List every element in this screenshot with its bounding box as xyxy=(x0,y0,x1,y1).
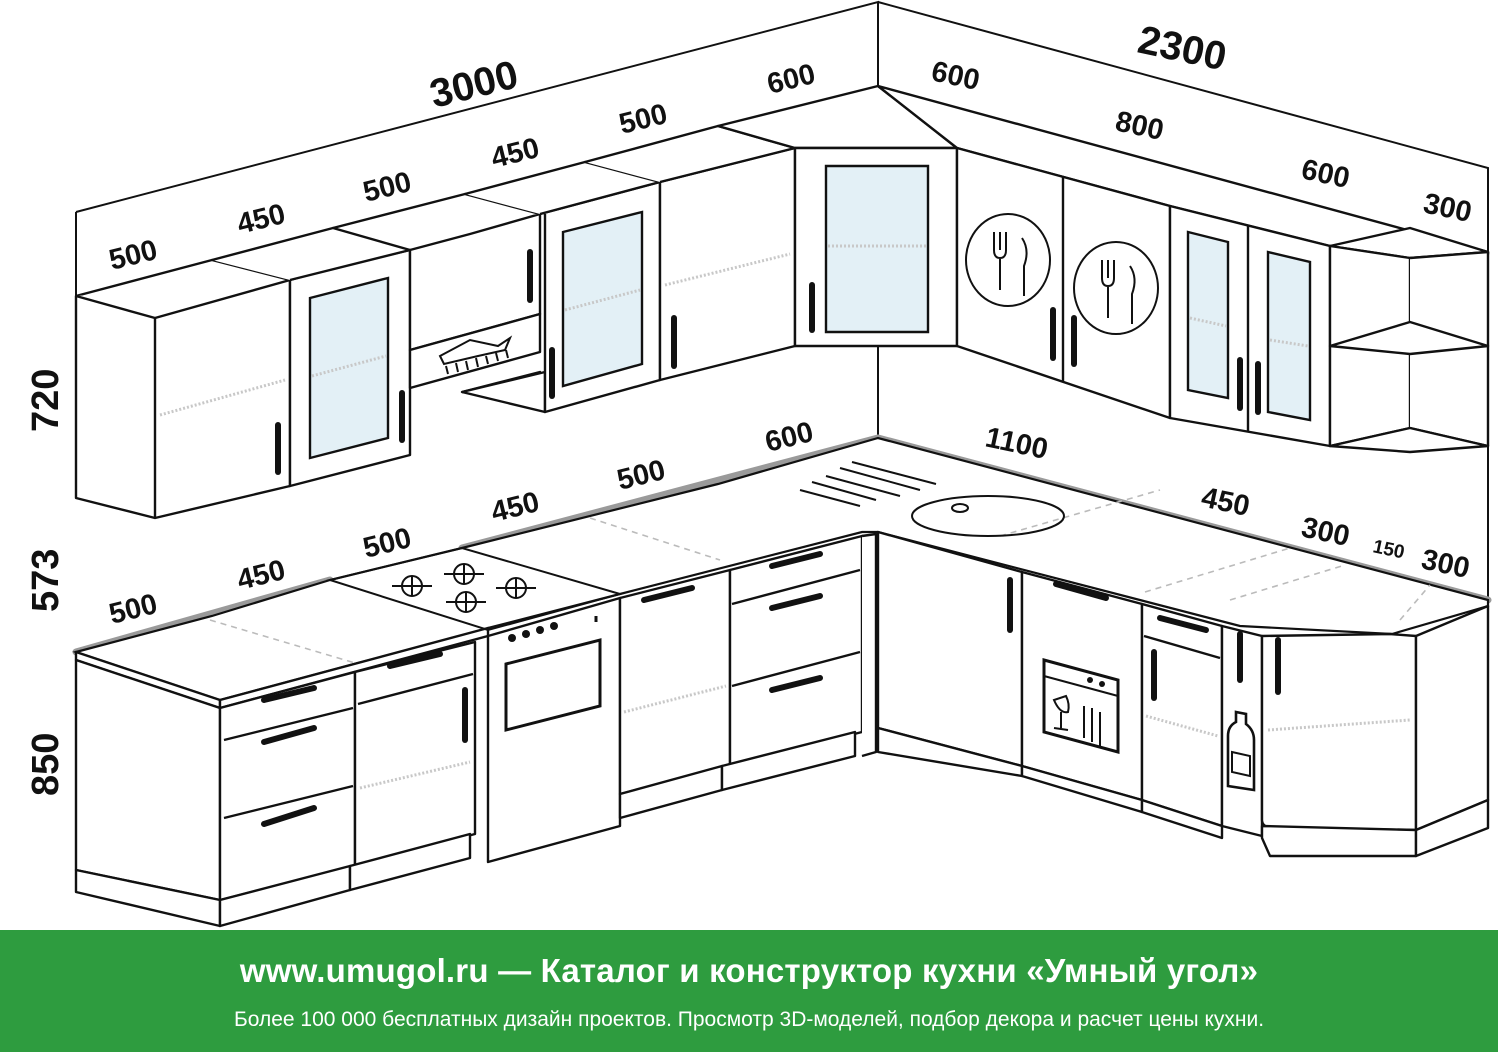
dim-lower-right-1: 1100 xyxy=(983,422,1051,466)
dim-upper-right-4: 300 xyxy=(1421,188,1475,229)
gas-hob-icon xyxy=(326,546,624,632)
countertops xyxy=(72,434,1492,710)
dim-lower-right-4: 150 xyxy=(1371,536,1406,563)
dim-upper-right-1: 600 xyxy=(929,56,983,97)
dim-lower-right-2: 450 xyxy=(1199,482,1253,523)
dim-lower-right-3: 300 xyxy=(1299,512,1353,553)
upper-cabinets-left xyxy=(74,124,797,520)
dim-height-lower: 850 xyxy=(25,733,67,796)
dim-left-wall: 3000 xyxy=(426,53,523,117)
footer-banner: www.umugol.ru — Каталог и конструктор ку… xyxy=(0,930,1498,1052)
banner-title[interactable]: www.umugol.ru — Каталог и конструктор ку… xyxy=(239,952,1259,989)
dim-lower-right-5: 300 xyxy=(1419,544,1473,585)
bottle-icon xyxy=(1226,710,1256,792)
dim-upper-left-3: 500 xyxy=(360,166,415,209)
dim-lower-left-4: 450 xyxy=(488,486,543,529)
kitchen-drawing: 3000 2300 500 450 500 450 500 600 600 80… xyxy=(25,0,1492,928)
dim-lower-left-5: 500 xyxy=(614,454,669,497)
dim-upper-left-5: 500 xyxy=(616,98,671,141)
dim-height-upper: 720 xyxy=(25,369,67,432)
dim-lower-left-6: 600 xyxy=(762,416,817,459)
sink-icon xyxy=(799,461,1065,537)
banner-subtitle: Более 100 000 бесплатных дизайн проектов… xyxy=(233,1008,1265,1031)
dim-lower-left-1: 500 xyxy=(106,588,161,631)
dim-upper-left-4: 450 xyxy=(488,132,543,175)
dim-lower-left-2: 450 xyxy=(234,554,289,597)
lower-cabinets-left xyxy=(74,532,878,928)
dim-height-gap: 573 xyxy=(25,549,67,612)
upper-cabinets-right xyxy=(876,84,1490,454)
oven-icon xyxy=(504,616,602,732)
dishwasher-icon xyxy=(1042,658,1120,754)
fork-knife-icon xyxy=(1073,241,1159,335)
fork-knife-icon xyxy=(965,213,1051,307)
dim-right-wall: 2300 xyxy=(1134,18,1230,80)
dim-upper-left-6: 600 xyxy=(764,58,819,101)
dim-upper-left-2: 450 xyxy=(234,198,289,241)
dim-lower-left-3: 500 xyxy=(360,522,415,565)
dim-upper-right-3: 600 xyxy=(1299,154,1353,195)
dim-upper-right-2: 800 xyxy=(1113,106,1167,147)
dim-upper-left-1: 500 xyxy=(106,234,161,277)
hood-icon xyxy=(438,335,513,375)
lower-cabinets-right xyxy=(876,530,1490,858)
